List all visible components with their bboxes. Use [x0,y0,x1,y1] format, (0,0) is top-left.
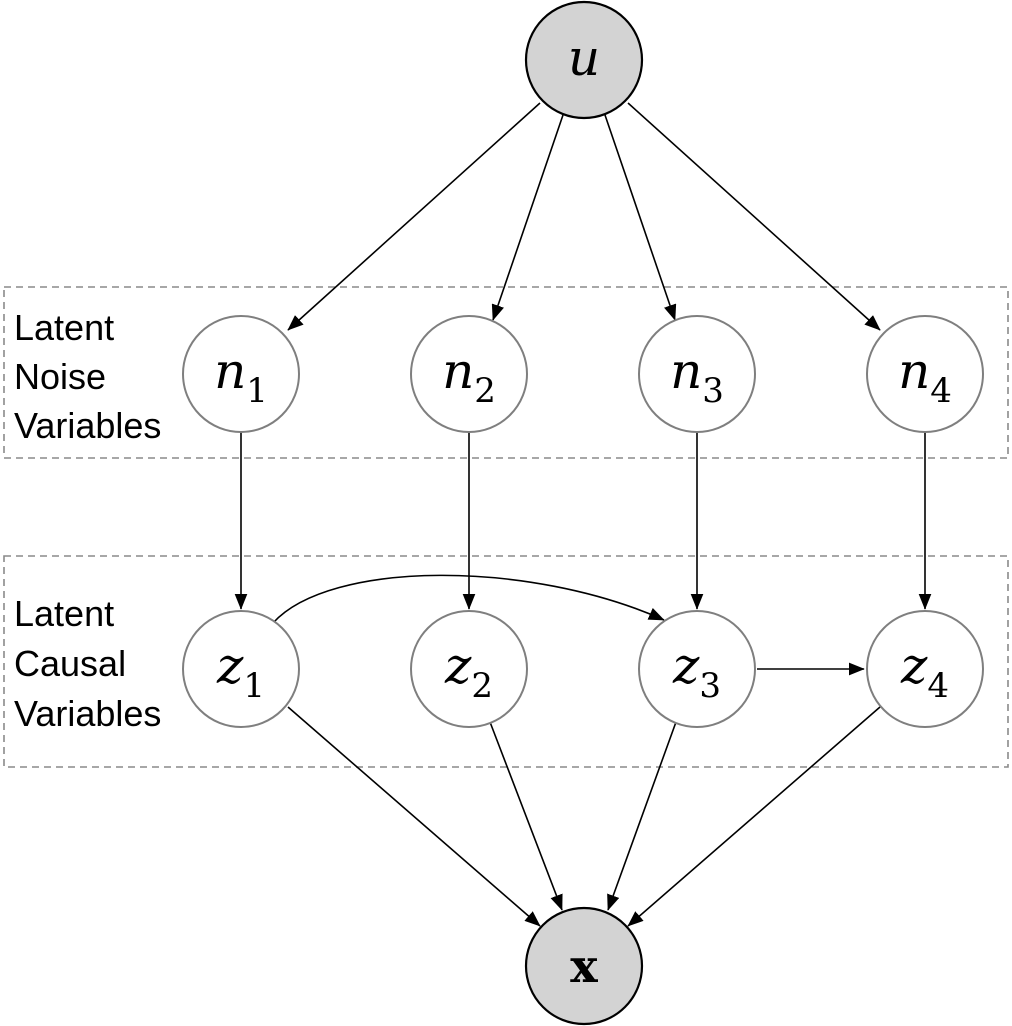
causal-group-label-line3: Variables [14,693,161,734]
edge-z2-x [489,721,563,911]
svg-text:n3: n3 [670,342,724,411]
noise-group-label-line1: Latent [14,307,114,348]
causal-group-label: Latent Causal Variables [14,593,161,734]
svg-text:z1: z1 [216,637,265,706]
node-n1-subscript: 1 [246,371,268,411]
node-u-label: u [568,29,600,87]
node-n2-label: n [442,342,474,400]
node-n3: n3 [638,315,756,433]
node-z2-subscript: 2 [471,666,493,706]
node-n2: n2 [410,315,528,433]
node-n1: n1 [182,315,300,433]
node-z1-subscript: 1 [243,666,265,706]
edge-z4-x [627,706,881,927]
node-n3-subscript: 3 [702,371,724,411]
node-x-label: x [570,939,598,993]
node-x: x [524,906,644,1026]
node-n1-label: n [214,342,246,400]
causal-variables-group-box [3,555,1009,768]
node-n4-subscript: 4 [930,371,952,411]
node-u: u [524,0,644,120]
node-z2: z2 [410,610,528,728]
node-z4-label: z [900,637,928,695]
node-z4: z4 [866,610,984,728]
node-z3-label: z [672,637,700,695]
edge-z3-x [607,721,677,911]
edge-u-n3 [604,114,677,321]
noise-group-label-line2: Noise [14,356,106,397]
svg-text:z3: z3 [672,637,721,706]
node-n4: n4 [866,315,984,433]
causal-group-label-line2: Causal [14,643,126,684]
node-z4-subscript: 4 [927,666,949,706]
svg-text:n4: n4 [898,342,952,411]
svg-text:z4: z4 [900,637,949,706]
node-z3: z3 [638,610,756,728]
noise-group-label: Latent Noise Variables [14,307,161,446]
edges [234,102,932,927]
edge-u-n4 [627,102,881,331]
svg-text:n1: n1 [214,342,268,411]
node-z3-subscript: 3 [699,666,721,706]
edge-u-n1 [287,102,541,331]
noise-group-label-line3: Variables [14,405,161,446]
node-n4-label: n [898,342,930,400]
causal-group-label-line1: Latent [14,593,114,634]
edge-z1-z3 [272,574,665,624]
node-z2-label: z [444,637,472,695]
edge-z1-x [287,706,541,927]
svg-text:z2: z2 [444,637,493,706]
node-n3-label: n [670,342,702,400]
node-n2-subscript: 2 [474,371,496,411]
edge-u-n2 [491,114,564,321]
svg-text:n2: n2 [442,342,496,411]
node-z1: z1 [182,610,300,728]
node-z1-label: z [216,637,244,695]
